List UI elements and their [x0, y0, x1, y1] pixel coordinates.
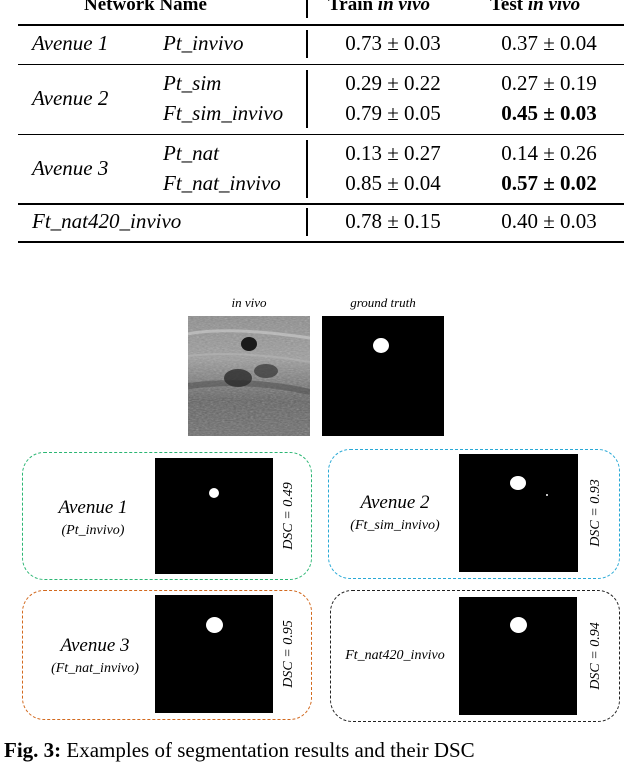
test-value: 0.27 ± 0.19 — [501, 71, 597, 95]
table-separator — [306, 208, 308, 236]
figure-caption: Fig. 3: Examples of segmentation results… — [4, 738, 475, 763]
table-rule — [18, 203, 624, 205]
train-value: 0.73 ± 0.03 — [345, 31, 441, 55]
header-test-prefix: Test — [490, 0, 524, 15]
panel-avenue-3: Avenue 3 (Ft_nat_invivo) DSC = 0.95 — [22, 590, 312, 720]
network-name: Pt_invivo — [163, 31, 244, 55]
ground-truth-caption: ground truth — [350, 295, 416, 310]
table-separator — [306, 140, 308, 198]
panel-subtitle: (Ft_sim_invivo) — [350, 518, 440, 533]
avenue-label: Avenue 3 — [32, 156, 109, 180]
dsc-score: DSC = 0.93 — [588, 479, 603, 547]
test-value: 0.37 ± 0.04 — [501, 31, 597, 55]
network-name: Ft_sim_invivo — [163, 101, 284, 125]
test-value-best: 0.45 ± 0.03 — [501, 101, 597, 125]
table-rule — [18, 241, 624, 243]
panel-subtitle: (Ft_nat_invivo) — [51, 661, 139, 676]
prediction-mask — [459, 454, 578, 572]
table-separator — [306, 0, 308, 18]
header-train-suffix: in vivo — [377, 0, 431, 15]
lesion-blob — [510, 617, 527, 633]
ultrasound-image — [187, 316, 311, 436]
table-separator — [306, 70, 308, 128]
panel-title: Avenue 1 — [58, 497, 128, 518]
panel-title: Avenue 2 — [360, 492, 430, 513]
network-name: Pt_sim — [163, 71, 222, 95]
noise-speck — [546, 494, 548, 496]
panel-title: Avenue 3 — [60, 635, 130, 656]
table-rule — [18, 24, 624, 26]
network-name: Pt_nat — [163, 141, 219, 165]
header-train: Train in vivo — [328, 0, 430, 16]
header-train-prefix: Train — [328, 0, 374, 15]
dsc-score: DSC = 0.49 — [281, 482, 296, 550]
prediction-mask — [459, 597, 577, 715]
avenue-label: Avenue 1 — [32, 31, 109, 55]
panel-ft-nat420: Ft_nat420_invivo DSC = 0.94 — [330, 590, 620, 722]
train-value: 0.79 ± 0.05 — [345, 101, 441, 125]
prediction-mask — [155, 595, 273, 713]
table-rule — [18, 64, 624, 65]
network-name: Ft_nat_invivo — [163, 171, 281, 195]
test-value: 0.14 ± 0.26 — [501, 141, 597, 165]
avenue-label: Avenue 2 — [32, 86, 109, 110]
ground-truth-mask — [322, 316, 444, 436]
test-value-best: 0.57 ± 0.02 — [501, 171, 597, 195]
train-value: 0.29 ± 0.22 — [345, 71, 441, 95]
caption-text: Examples of segmentation results and the… — [66, 738, 475, 762]
panel-subtitle: Ft_nat420_invivo — [345, 648, 445, 663]
header-test: Test in vivo — [490, 0, 580, 16]
panel-subtitle: (Pt_invivo) — [61, 523, 125, 538]
ultrasound-texture — [187, 316, 311, 436]
train-value: 0.78 ± 0.15 — [345, 209, 441, 233]
invivo-caption: in vivo — [231, 295, 267, 310]
network-name: Ft_nat420_invivo — [32, 209, 182, 233]
lesion-blob — [373, 338, 389, 353]
test-value: 0.40 ± 0.03 — [501, 209, 597, 233]
caption-label: Fig. 3: — [4, 738, 62, 762]
table-separator — [306, 30, 308, 58]
header-test-suffix: in vivo — [527, 0, 581, 15]
header-network-name: Network Name — [84, 0, 207, 15]
train-value: 0.13 ± 0.27 — [345, 141, 441, 165]
panel-avenue-2: Avenue 2 (Ft_sim_invivo) DSC = 0.93 — [328, 449, 620, 579]
train-value: 0.85 ± 0.04 — [345, 171, 441, 195]
panel-avenue-1: Avenue 1 (Pt_invivo) DSC = 0.49 — [22, 452, 312, 580]
table-rule — [18, 134, 624, 135]
dsc-score: DSC = 0.94 — [588, 622, 603, 690]
prediction-mask — [155, 458, 273, 574]
lesion-blob — [206, 617, 223, 633]
lesion-blob — [209, 488, 219, 498]
lesion-blob — [510, 476, 526, 490]
dsc-score: DSC = 0.95 — [281, 620, 296, 688]
